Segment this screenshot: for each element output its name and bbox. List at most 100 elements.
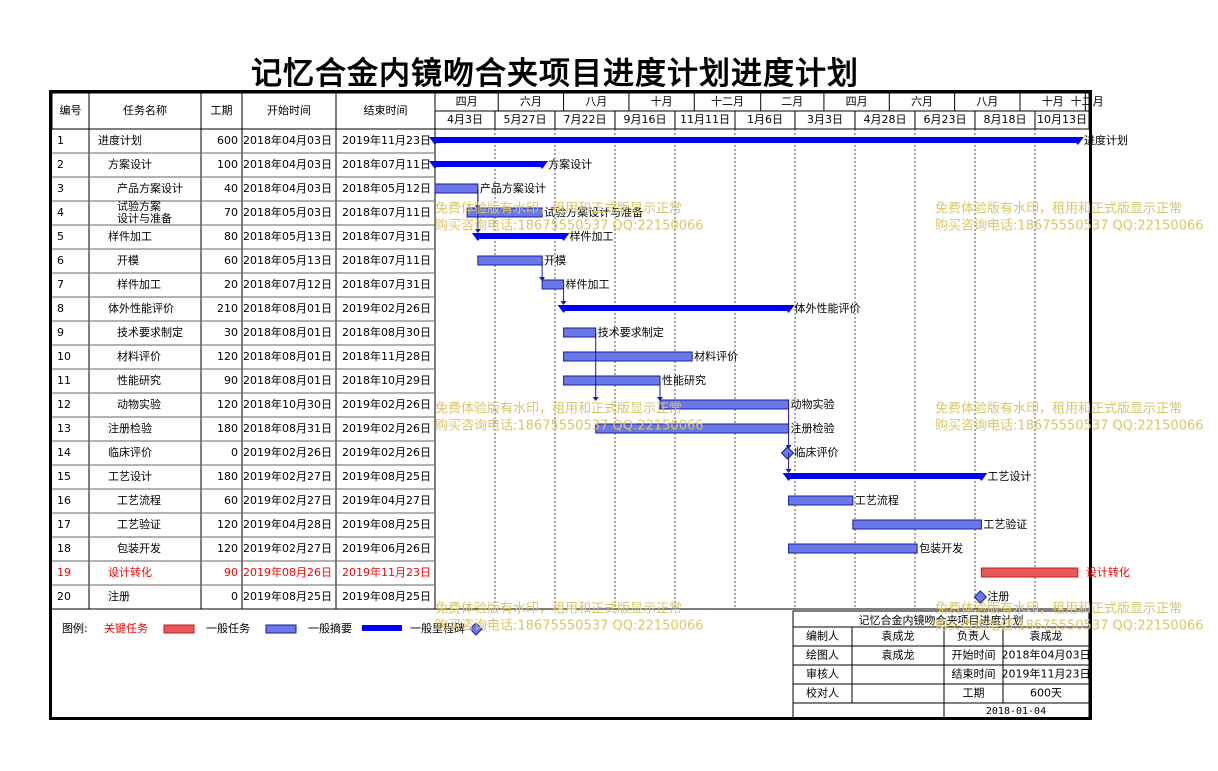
dependency-arrow bbox=[656, 397, 663, 401]
legend-critical-swatch bbox=[163, 624, 195, 634]
dependency-arrow bbox=[560, 301, 567, 305]
watermark-text: 免费体验版有水印，租用和正式版显示正常 bbox=[435, 601, 682, 617]
info-cell: 2018年04月03日 bbox=[1002, 648, 1091, 662]
row-name: 工艺验证 bbox=[117, 517, 161, 531]
info-cell: 600天 bbox=[1030, 687, 1062, 700]
info-cell: 袁成龙 bbox=[882, 630, 915, 643]
row-duration: 180 bbox=[217, 470, 238, 483]
row-id: 18 bbox=[57, 542, 71, 555]
row-name: 性能研究 bbox=[117, 373, 161, 387]
bar-label: 工艺流程 bbox=[855, 493, 899, 507]
timescale-top-label: 十二月 bbox=[711, 94, 744, 108]
row-id: 17 bbox=[57, 518, 71, 531]
bar-label: 产品方案设计 bbox=[480, 181, 546, 195]
bar-label: 体外性能评价 bbox=[795, 301, 861, 315]
row-end: 2019年08月25日 bbox=[342, 589, 431, 603]
column-header-name: 任务名称 bbox=[123, 103, 167, 117]
row-end: 2019年02月26日 bbox=[342, 445, 431, 459]
info-cell: 编制人 bbox=[806, 629, 839, 643]
summary-bar-end-cap bbox=[782, 305, 795, 313]
legend-label: 图例: bbox=[62, 621, 88, 635]
summary-bar bbox=[435, 137, 1078, 143]
row-start: 2018年08月01日 bbox=[243, 373, 332, 387]
timescale-bottom-label: 6月23日 bbox=[923, 113, 966, 126]
bar-label: 材料评价 bbox=[694, 349, 738, 363]
row-duration: 0 bbox=[231, 590, 238, 603]
task-bar bbox=[788, 495, 854, 506]
dependency-arrow bbox=[785, 469, 792, 473]
row-start: 2018年05月03日 bbox=[243, 205, 332, 219]
row-start: 2019年08月26日 bbox=[243, 565, 332, 579]
row-start: 2018年04月03日 bbox=[243, 157, 332, 171]
row-duration: 120 bbox=[217, 518, 238, 531]
row-start: 2018年04月03日 bbox=[243, 133, 332, 147]
timescale-bottom-label: 8月18日 bbox=[983, 113, 1026, 126]
timescale-bottom-label: 11月11日 bbox=[680, 113, 730, 126]
column-header-end: 结束时间 bbox=[364, 104, 408, 117]
task-bar bbox=[852, 519, 982, 530]
watermark-text: 免费体验版有水印，租用和正式版显示正常 bbox=[435, 201, 682, 217]
bar-label: 动物实验 bbox=[791, 397, 835, 411]
legend-critical-label: 关键任务 bbox=[104, 621, 148, 635]
row-end: 2019年02月26日 bbox=[342, 397, 431, 411]
row-duration: 210 bbox=[217, 302, 238, 315]
row-start: 2018年05月13日 bbox=[243, 229, 332, 243]
timescale-top-label: 六月 bbox=[520, 95, 542, 108]
timescale-top-label: 四月 bbox=[456, 95, 478, 108]
row-id: 4 bbox=[57, 206, 64, 219]
task-bar bbox=[563, 375, 661, 386]
row-name: 开模 bbox=[117, 254, 139, 267]
timescale-top-label: 十二月 bbox=[1071, 94, 1104, 108]
info-cell: 工期 bbox=[963, 687, 985, 700]
milestone-marker bbox=[973, 590, 988, 604]
row-start: 2018年07月12日 bbox=[243, 277, 332, 291]
row-end: 2019年02月26日 bbox=[342, 421, 431, 435]
legend-summary-label: 一般里程碑 bbox=[410, 622, 465, 635]
task-bar bbox=[563, 351, 693, 362]
bar-label: 注册 bbox=[987, 589, 1009, 603]
summary-bar-start-cap bbox=[429, 161, 441, 169]
timescale-bottom-label: 7月22日 bbox=[563, 113, 606, 126]
timescale-top-label: 六月 bbox=[911, 95, 933, 108]
summary-bar-start-cap bbox=[429, 137, 441, 145]
row-duration: 600 bbox=[217, 134, 238, 147]
summary-bar-start-cap bbox=[471, 233, 484, 241]
timescale-top-label: 二月 bbox=[781, 95, 803, 108]
row-name: 注册 bbox=[108, 589, 130, 603]
task-bar bbox=[788, 543, 918, 554]
timescale-top-label: 八月 bbox=[976, 95, 998, 108]
bar-label: 样件加工 bbox=[566, 277, 610, 291]
row-start: 2018年08月01日 bbox=[243, 301, 332, 315]
row-end: 2018年07月31日 bbox=[342, 277, 431, 291]
column-header-duration: 工期 bbox=[211, 104, 233, 117]
row-id: 12 bbox=[57, 398, 71, 411]
row-id: 19 bbox=[57, 566, 71, 579]
watermark-text: 免费体验版有水印，租用和正式版显示正常 bbox=[935, 201, 1182, 217]
summary-bar-start-cap bbox=[557, 305, 570, 313]
summary-bar bbox=[477, 233, 564, 239]
timescale-bottom-label: 9月16日 bbox=[623, 113, 666, 126]
timescale-bottom-label: 4月28日 bbox=[863, 113, 906, 126]
dependency-arrow bbox=[592, 397, 599, 401]
row-end: 2018年08月30日 bbox=[342, 325, 431, 339]
milestone-marker bbox=[780, 446, 795, 460]
row-duration: 90 bbox=[224, 374, 238, 387]
row-duration: 100 bbox=[217, 158, 238, 171]
row-name: 进度计划 bbox=[98, 133, 142, 147]
timescale-bottom-label: 1月6日 bbox=[747, 113, 783, 126]
task-bar bbox=[477, 255, 543, 266]
watermark-text: 免费体验版有水印，租用和正式版显示正常 bbox=[935, 601, 1182, 617]
watermark-text: 购买咨询电话:18675550537 QQ:22150066 bbox=[935, 218, 1204, 234]
row-end: 2018年05月12日 bbox=[342, 181, 431, 195]
row-id: 14 bbox=[57, 446, 71, 459]
row-end: 2018年07月11日 bbox=[342, 253, 431, 267]
summary-bar bbox=[435, 161, 543, 167]
row-end: 2018年07月31日 bbox=[342, 229, 431, 243]
row-name: 工艺设计 bbox=[108, 470, 152, 483]
bar-label: 开模 bbox=[544, 254, 566, 267]
timescale-top-label: 十月 bbox=[651, 94, 673, 108]
info-title: 记忆合金内镜吻合夹项目进度计划 bbox=[859, 613, 1024, 627]
row-id: 13 bbox=[57, 422, 71, 435]
info-cell: 负责人 bbox=[957, 629, 990, 643]
